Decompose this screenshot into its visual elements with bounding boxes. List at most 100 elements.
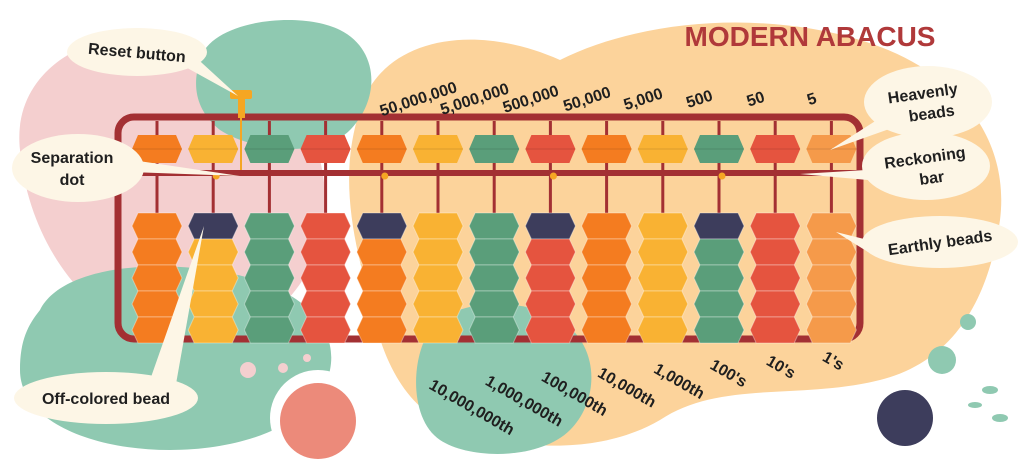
earthly-bead[interactable] [243, 264, 295, 292]
earthly-bead[interactable] [356, 316, 408, 344]
blob-navy-circle [877, 390, 933, 446]
earthly-bead[interactable] [300, 316, 352, 344]
reckoning-bar-group [118, 170, 860, 176]
heavenly-bead[interactable] [637, 135, 688, 163]
earthly-bead[interactable] [468, 316, 520, 344]
earthly-bead[interactable] [749, 238, 801, 266]
earthly-bead[interactable] [243, 290, 295, 318]
earthly-bead[interactable] [243, 316, 295, 344]
callout-reckoning-bar: Reckoning bar [800, 132, 990, 200]
callouts: Reset button Separation dot Off-colored … [12, 28, 1018, 424]
heavenly-bead[interactable] [525, 135, 576, 163]
heavenly-bead[interactable] [413, 135, 463, 163]
earthly-bead[interactable] [468, 290, 520, 318]
heavenly-bead[interactable] [244, 135, 295, 163]
diagram-title: MODERN ABACUS [685, 21, 936, 52]
earthly-bead[interactable] [468, 212, 520, 240]
blob-salmon-inner [280, 383, 356, 459]
earthly-bead[interactable] [412, 238, 464, 266]
reset-button[interactable] [230, 90, 252, 170]
callout-separation-text-1: Separation [31, 150, 114, 167]
heavenly-bead[interactable] [581, 135, 632, 163]
earthly-bead[interactable] [749, 212, 801, 240]
earthly-bead[interactable] [637, 316, 689, 344]
earthly-bead[interactable] [581, 238, 633, 266]
earthly-bead[interactable] [524, 238, 576, 266]
heavenly-bead[interactable] [356, 135, 407, 163]
earthly-bead[interactable] [693, 264, 745, 292]
earthly-bead[interactable] [693, 238, 745, 266]
heavenly-bead[interactable] [694, 135, 744, 163]
blob-pink-small-1 [240, 362, 256, 378]
callout-reset: Reset button [67, 28, 238, 96]
earthly-bead[interactable] [693, 316, 745, 344]
separation-dot [549, 172, 557, 180]
earthly-bead[interactable] [749, 316, 801, 344]
earthly-bead[interactable] [300, 264, 352, 292]
earthly-bead[interactable] [693, 290, 745, 318]
earthly-bead[interactable] [581, 290, 633, 318]
earthly-bead[interactable] [412, 264, 464, 292]
callout-off-colored-bead: Off-colored bead [14, 226, 204, 424]
callout-separation-text-2: dot [60, 172, 86, 189]
earthly-bead[interactable] [524, 264, 576, 292]
callout-heavenly-text-2: beads [908, 102, 956, 125]
callout-earthly-beads: Earthly beads [836, 216, 1018, 268]
earthly-bead[interactable] [412, 316, 464, 344]
heavenly-bead[interactable] [750, 135, 801, 163]
off-colored-bead[interactable] [187, 212, 239, 240]
earthly-bead[interactable] [805, 290, 857, 318]
earthly-bead[interactable] [805, 238, 857, 266]
earthly-bead[interactable] [805, 316, 857, 344]
earthly-bead[interactable] [524, 290, 576, 318]
earthly-bead[interactable] [749, 290, 801, 318]
blob-pink-small-3 [303, 354, 311, 362]
earthly-bead[interactable] [581, 212, 633, 240]
heavenly-bead[interactable] [132, 135, 182, 163]
off-colored-bead[interactable] [693, 212, 745, 240]
beads [131, 135, 857, 344]
earthly-bead[interactable] [749, 264, 801, 292]
earthly-bead[interactable] [243, 212, 295, 240]
earthly-bead[interactable] [356, 238, 408, 266]
earthly-bead[interactable] [468, 238, 520, 266]
earthly-bead[interactable] [356, 264, 408, 292]
heavenly-bead[interactable] [469, 135, 520, 163]
reset-button-shaft [238, 96, 245, 118]
earthly-bead[interactable] [581, 316, 633, 344]
earthly-bead[interactable] [131, 238, 183, 266]
earthly-bead[interactable] [300, 290, 352, 318]
earthly-bead[interactable] [300, 212, 352, 240]
heavenly-bead[interactable] [188, 135, 239, 163]
earthly-bead[interactable] [243, 238, 295, 266]
blob-pink-small-2 [278, 363, 288, 373]
reckoning-bar [118, 170, 860, 176]
earthly-bead[interactable] [131, 264, 183, 292]
earthly-bead[interactable] [524, 316, 576, 344]
earthly-bead[interactable] [412, 290, 464, 318]
blob-teal-small-2 [960, 314, 976, 330]
callout-off-colored-text: Off-colored bead [42, 391, 170, 408]
earthly-bead[interactable] [187, 290, 239, 318]
earthly-bead[interactable] [468, 264, 520, 292]
earthly-bead[interactable] [131, 212, 183, 240]
earthly-bead[interactable] [805, 212, 857, 240]
earthly-bead[interactable] [187, 316, 239, 344]
earthly-bead[interactable] [412, 212, 464, 240]
off-colored-bead[interactable] [524, 212, 576, 240]
callout-reckoning-text-2: bar [918, 169, 945, 189]
earthly-bead[interactable] [637, 290, 689, 318]
earthly-bead[interactable] [300, 238, 352, 266]
earthly-bead[interactable] [581, 264, 633, 292]
earthly-bead[interactable] [637, 238, 689, 266]
off-colored-bead[interactable] [356, 212, 408, 240]
callout-heavenly-beads: Heavenly beads [830, 66, 992, 150]
earthly-bead[interactable] [637, 264, 689, 292]
earthly-bead[interactable] [637, 212, 689, 240]
separation-dot [718, 172, 726, 180]
earthly-bead[interactable] [805, 264, 857, 292]
callout-separation-dot: Separation dot [12, 134, 240, 202]
blob-teal-dash-3 [992, 414, 1008, 422]
heavenly-bead[interactable] [300, 135, 351, 163]
earthly-bead[interactable] [356, 290, 408, 318]
